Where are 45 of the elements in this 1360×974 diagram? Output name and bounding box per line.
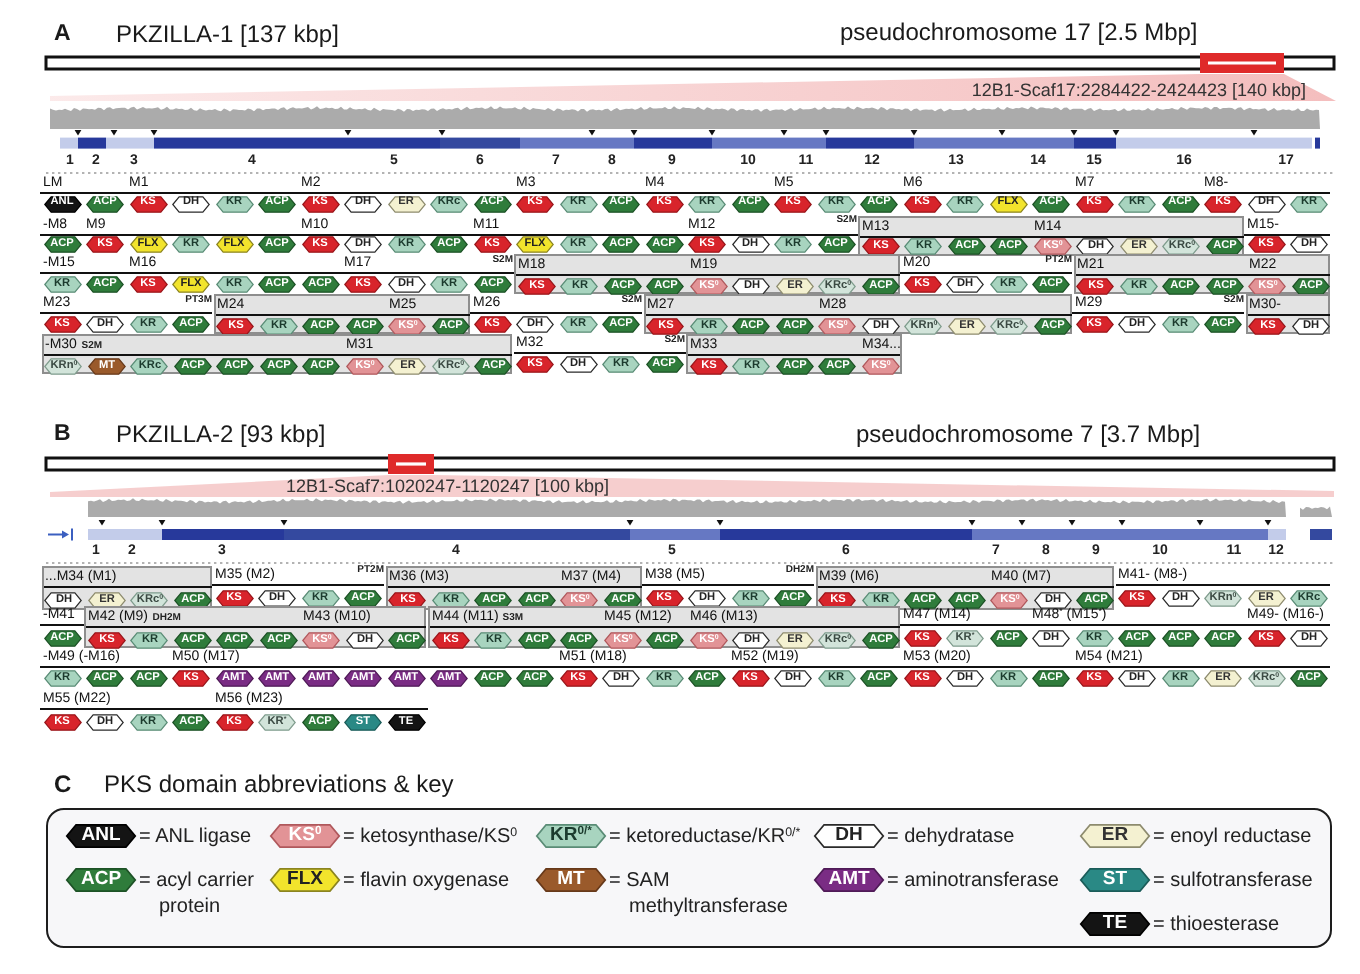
key-domain-hexagon: TE [1080, 912, 1150, 936]
key-domain-hexagon: KS$^{0}$ [270, 824, 340, 848]
key-description: = sulfotransferase [1153, 867, 1313, 893]
scaffold-coordinates: 12B1-Scaf7:1020247-1120247 [100 kbp] [286, 476, 609, 496]
shaded-module-band [213, 294, 470, 335]
shaded-module-band [385, 565, 642, 609]
chromosome-label: pseudochromosome 7 [3.7 Mbp] [856, 420, 1201, 448]
key-domain-hexagon: KR$^{0/*}$ [536, 824, 606, 848]
key-description: = aminotransferase [887, 867, 1059, 893]
shaded-module-band [815, 565, 1115, 609]
key-domain-hexagon: FLX [270, 868, 340, 892]
panel-title: PKZILLA-1 [137 kbp] [116, 20, 339, 48]
key-description: = thioesterase [1153, 911, 1280, 937]
shaded-module-band [643, 294, 1072, 335]
key-description: = ketosynthase/KS$^{0}$ [343, 823, 518, 849]
scaffold-coordinates: 12B1-Scaf17:2284422-2424423 [140 kbp] [971, 79, 1306, 99]
panel-letter: C [54, 770, 72, 798]
shaded-module-band [1245, 294, 1330, 335]
key-domain-hexagon: ACP [66, 868, 136, 892]
key-description: = SAM methyltransferase [609, 867, 790, 919]
shaded-module-band [514, 254, 900, 295]
panel-letter: B [54, 420, 71, 448]
key-description: = enoyl reductase [1153, 823, 1312, 849]
key-description: = flavin oxygenase [343, 867, 510, 893]
key-domain-hexagon: DH [814, 824, 884, 848]
panel-title: PKZILLA-2 [93 kbp] [116, 420, 326, 448]
key-description: = ANL ligase [139, 823, 252, 849]
key-description: = dehydratase [887, 823, 1015, 849]
panel-letter: A [54, 20, 71, 48]
key-description: = acyl carrier protein [139, 867, 257, 919]
shaded-module-band [686, 334, 902, 375]
shaded-module-band [1073, 254, 1330, 295]
panel-heading: PKS domain abbreviations & key [104, 770, 454, 798]
shaded-module-band [84, 606, 427, 649]
key-domain-hexagon: ER [1080, 824, 1150, 848]
chromosome-label: pseudochromosome 17 [2.5 Mbp] [840, 17, 1198, 45]
shaded-module-band [41, 334, 513, 375]
shaded-module-band [428, 606, 900, 649]
key-domain-hexagon: ANL [66, 824, 136, 848]
shaded-module-band [858, 215, 1244, 255]
key-domain-hexagon: AMT [814, 868, 884, 892]
key-domain-hexagon: ST [1080, 868, 1150, 892]
shaded-module-band [41, 565, 212, 609]
key-description: = ketoreductase/KR$^{0/*}$ [609, 823, 801, 849]
key-domain-hexagon: MT [536, 868, 606, 892]
